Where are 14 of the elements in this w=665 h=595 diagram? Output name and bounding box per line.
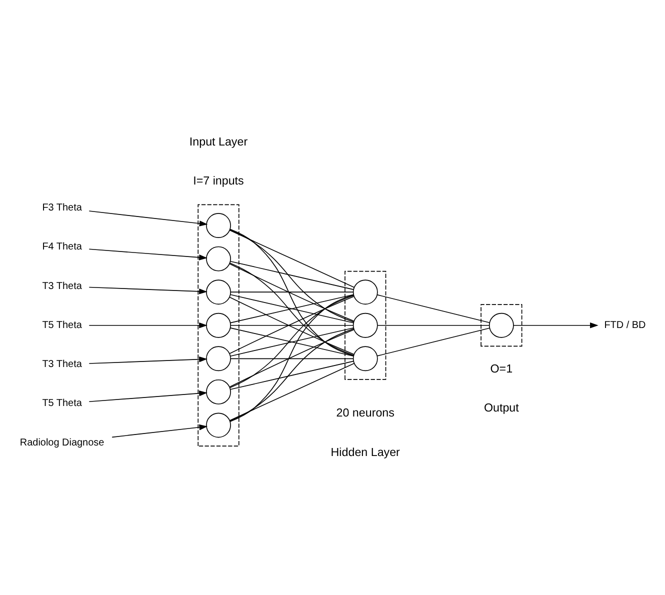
- node-text: F4 Theta: [42, 242, 82, 253]
- label: I=7 inputs: [193, 174, 244, 188]
- node-text: Radiolog Diagnose: [20, 437, 104, 448]
- node-text: T3 Theta: [42, 359, 82, 370]
- label: Output: [484, 402, 519, 415]
- label: 20 neurons: [336, 406, 394, 420]
- label: O=1: [490, 362, 513, 376]
- node-text: T5 Theta: [42, 398, 82, 410]
- node-text: T3 Theta: [42, 280, 82, 292]
- label: Hidden Layer: [330, 446, 400, 459]
- node-text: T5 Theta: [42, 320, 82, 331]
- node-text: F3 Theta: [42, 202, 82, 214]
- label: Input Layer: [189, 135, 248, 148]
- node-text: FTD / BD: [604, 320, 646, 331]
